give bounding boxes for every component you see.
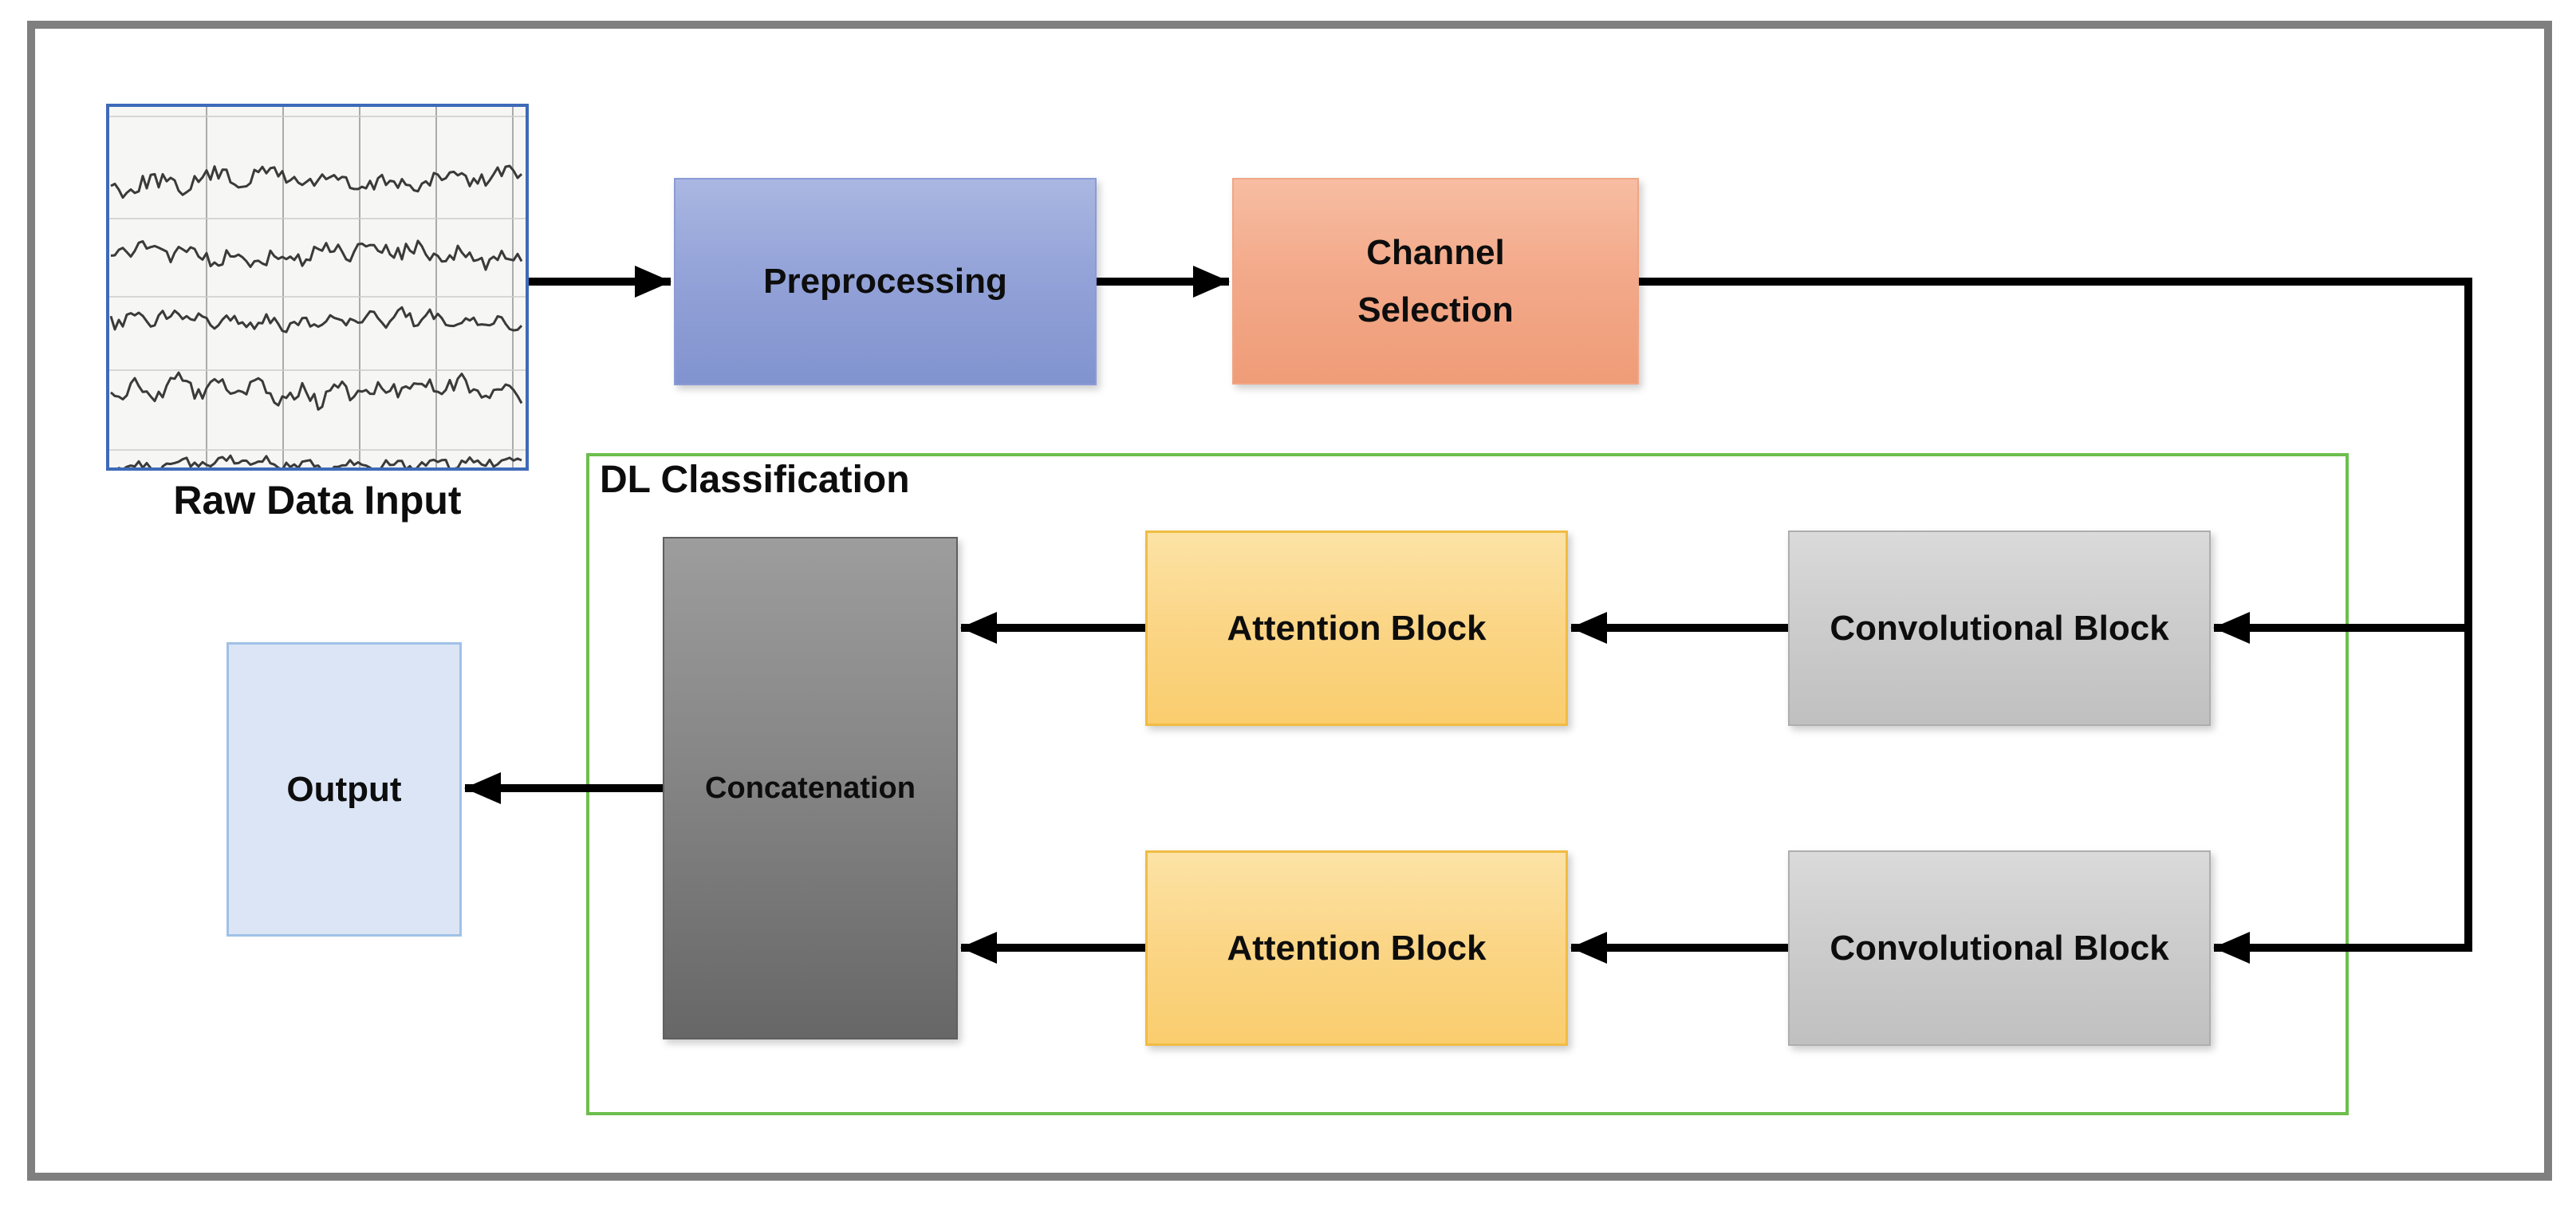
preprocessing-label: Preprocessing — [763, 262, 1007, 301]
eeg-waveforms — [109, 107, 526, 467]
node-convolutional-block-top: Convolutional Block — [1788, 531, 2211, 726]
output-label: Output — [286, 769, 402, 809]
dl-classification-label: DL Classification — [600, 459, 910, 501]
node-output: Output — [226, 642, 462, 937]
convolutional-block-bottom-label: Convolutional Block — [1830, 928, 2169, 968]
node-attention-block-top: Attention Block — [1145, 531, 1568, 726]
node-attention-block-bottom: Attention Block — [1145, 850, 1568, 1046]
convolutional-block-top-label: Convolutional Block — [1830, 608, 2169, 648]
node-preprocessing: Preprocessing — [674, 178, 1097, 385]
node-channel-selection: Channel Selection — [1232, 178, 1639, 385]
figure-border — [27, 21, 2552, 1181]
concatenation-label: Concatenation — [705, 771, 916, 805]
attention-block-top-label: Attention Block — [1227, 608, 1487, 648]
node-concatenation: Concatenation — [663, 537, 958, 1039]
raw-data-label: Raw Data Input — [173, 478, 462, 523]
channel-selection-label: Channel Selection — [1357, 233, 1514, 329]
attention-block-bottom-label: Attention Block — [1227, 928, 1487, 968]
raw-data-image — [106, 104, 529, 471]
node-convolutional-block-bottom: Convolutional Block — [1788, 850, 2211, 1046]
